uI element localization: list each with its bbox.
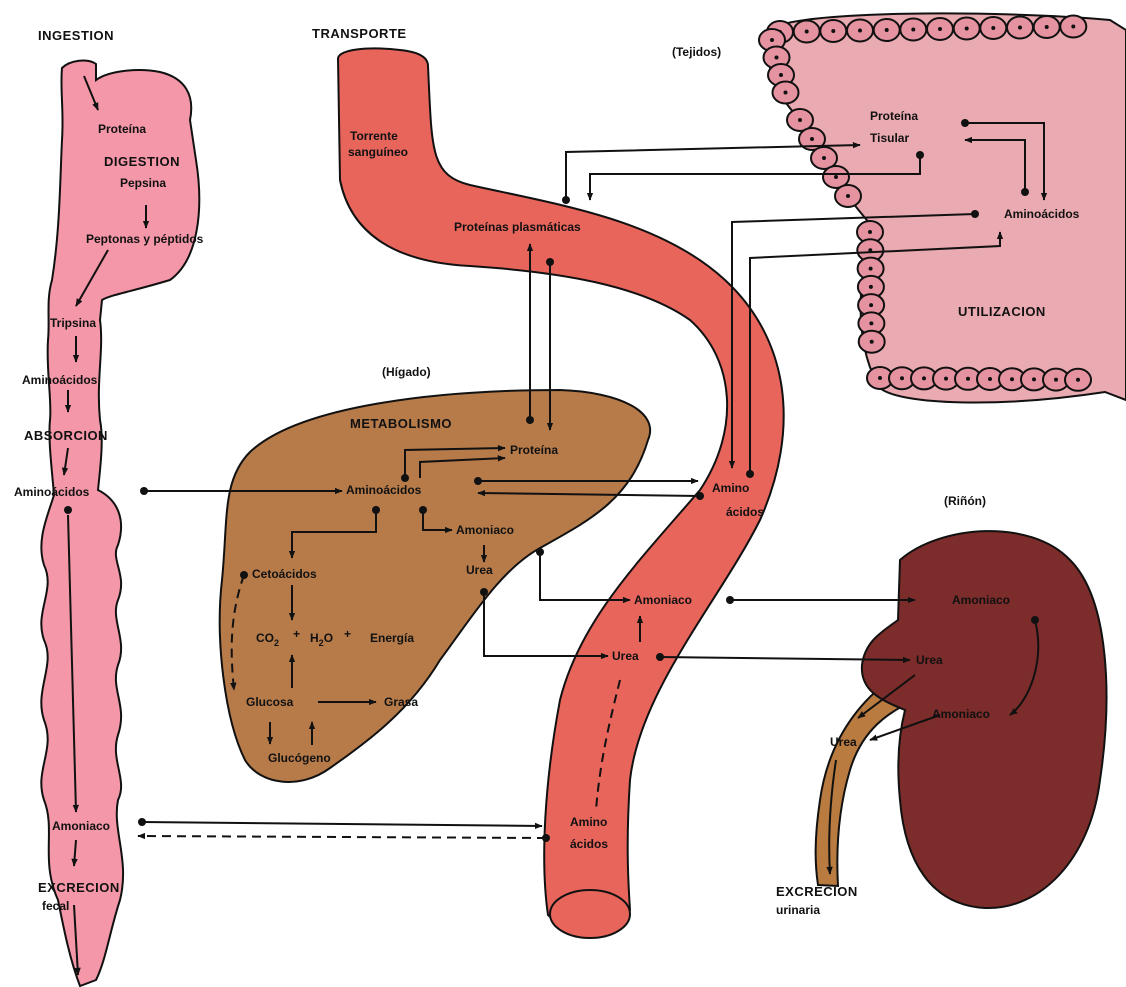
cell-nucleus xyxy=(938,27,942,31)
blood-sanguineo: sanguíneo xyxy=(348,145,408,159)
blood-acidos-1: ácidos xyxy=(726,505,764,519)
cell-nucleus xyxy=(966,377,970,381)
kidney-amoniaco-2: Amoniaco xyxy=(932,707,990,721)
cell-nucleus xyxy=(900,376,904,380)
header-rinon: (Riñón) xyxy=(944,494,986,508)
cell-nucleus xyxy=(1076,378,1080,382)
cell-nucleus xyxy=(846,194,850,198)
gut-digestion: DIGESTION xyxy=(104,154,180,169)
liver-energia: Energía xyxy=(370,631,414,645)
gut-peptonas: Peptonas y péptidos xyxy=(86,232,204,246)
cell-nucleus xyxy=(869,321,873,325)
tissue-aminoacidos: Aminoácidos xyxy=(1004,207,1080,221)
blood-amino-1: Amino xyxy=(712,481,749,495)
gut-absorcion: ABSORCION xyxy=(24,428,108,443)
liver-grasa: Grasa xyxy=(384,695,418,709)
blood-torrente: Torrente xyxy=(350,129,398,143)
cell-nucleus xyxy=(858,29,862,33)
vessel-opening xyxy=(550,890,630,938)
tissue-tisular: Tisular xyxy=(870,131,909,145)
cell-nucleus xyxy=(922,376,926,380)
cell-nucleus xyxy=(779,73,783,77)
kidney-urea-1: Urea xyxy=(916,653,943,667)
tissue-proteina: Proteína xyxy=(870,109,918,123)
blood-acidos-2: ácidos xyxy=(570,837,608,851)
liver-aminoacidos: Aminoácidos xyxy=(346,483,422,497)
kidney-excrecion: EXCRECION xyxy=(776,884,858,899)
gut-proteina: Proteína xyxy=(98,122,146,136)
liver-plus-1: + xyxy=(293,627,300,641)
blood-amoniaco: Amoniaco xyxy=(634,593,692,607)
header-higado: (Hígado) xyxy=(382,365,431,379)
cell-nucleus xyxy=(965,27,969,31)
gut xyxy=(41,61,199,986)
liver-cetoacidos: Cetoácidos xyxy=(252,567,317,581)
kidney-urinaria: urinaria xyxy=(776,903,820,917)
cell-nucleus xyxy=(831,29,835,33)
cell-nucleus xyxy=(1054,378,1058,382)
cell-nucleus xyxy=(988,377,992,381)
cell-nucleus xyxy=(1010,377,1014,381)
cell-nucleus xyxy=(1032,377,1036,381)
cell-nucleus xyxy=(1045,25,1049,29)
cell-nucleus xyxy=(834,175,838,179)
cell-nucleus xyxy=(775,56,779,60)
cell-nucleus xyxy=(991,26,995,30)
stomach-and-intestine xyxy=(41,61,199,986)
gut-aminoacidos-2: Aminoácidos xyxy=(14,485,90,499)
liver-glucogeno: Glucógeno xyxy=(268,751,331,765)
kidney-urea-2: Urea xyxy=(830,735,857,749)
kidney-amoniaco-1: Amoniaco xyxy=(952,593,1010,607)
cell-nucleus xyxy=(944,377,948,381)
liver-proteina: Proteína xyxy=(510,443,558,457)
gut-pepsina: Pepsina xyxy=(120,176,166,190)
header-transporte: TRANSPORTE xyxy=(312,26,407,41)
cell-nucleus xyxy=(868,230,872,234)
header-ingestion: INGESTION xyxy=(38,28,114,43)
cell-nucleus xyxy=(885,28,889,32)
gut-excrecion: EXCRECION xyxy=(38,880,120,895)
cell-nucleus xyxy=(770,38,774,42)
blood-proteinas-plasmaticas: Proteínas plasmáticas xyxy=(454,220,581,234)
cell-nucleus xyxy=(1018,26,1022,30)
gut-aminoacidos-1: Aminoácidos xyxy=(22,373,98,387)
liver-urea: Urea xyxy=(466,563,493,577)
cell-nucleus xyxy=(869,267,873,271)
gut-tripsina: Tripsina xyxy=(50,316,96,330)
cell-nucleus xyxy=(798,118,802,122)
liver-metabolismo: METABOLISMO xyxy=(350,416,452,431)
liver-glucosa: Glucosa xyxy=(246,695,294,709)
gut-amoniaco: Amoniaco xyxy=(52,819,110,833)
cell-nucleus xyxy=(810,137,814,141)
cell-nucleus xyxy=(1071,25,1075,29)
cell-nucleus xyxy=(805,30,809,34)
cell-nucleus xyxy=(878,376,882,380)
cell-nucleus xyxy=(869,303,873,307)
cell-nucleus xyxy=(869,285,873,289)
cell-nucleus xyxy=(784,91,788,95)
cell-nucleus xyxy=(870,340,874,344)
cell-nucleus xyxy=(822,156,826,160)
liver-amoniaco: Amoniaco xyxy=(456,523,514,537)
header-tejidos: (Tejidos) xyxy=(672,45,721,59)
gut-fecal: fecal xyxy=(42,899,69,913)
liver-plus-2: + xyxy=(344,627,351,641)
cell-nucleus xyxy=(911,28,915,32)
blood-amino-2: Amino xyxy=(570,815,607,829)
blood-urea: Urea xyxy=(612,649,639,663)
tissue-utilizacion: UTILIZACION xyxy=(958,304,1046,319)
